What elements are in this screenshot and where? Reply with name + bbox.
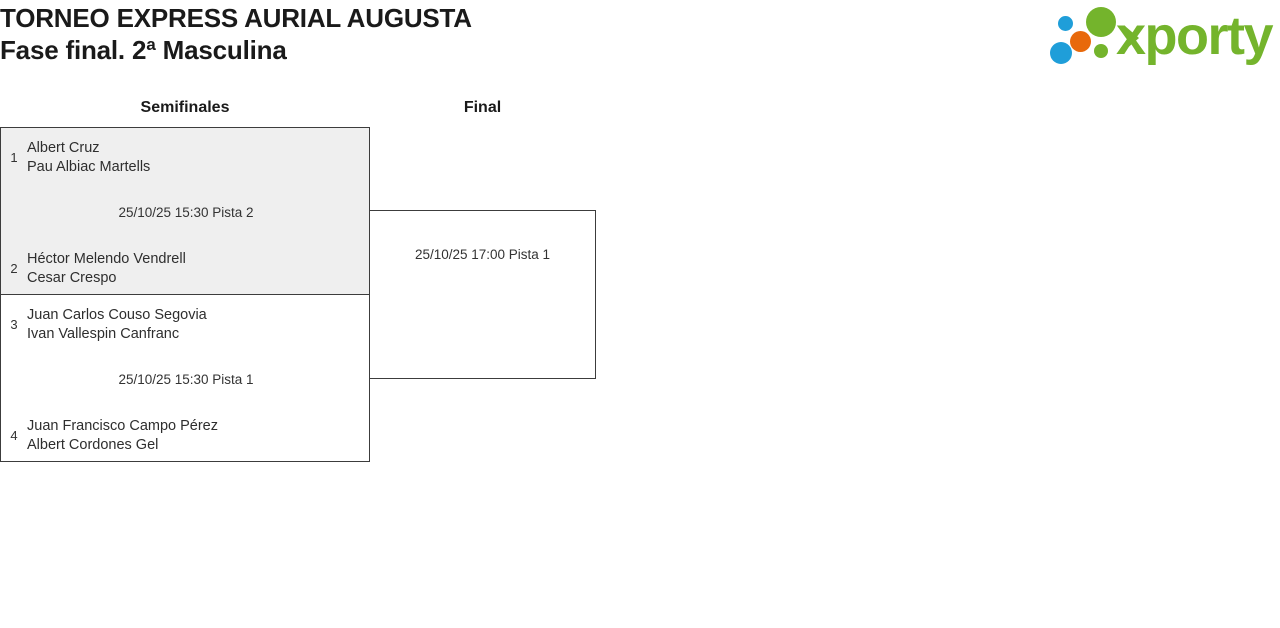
player-name: Juan Francisco Campo Pérez <box>27 418 218 434</box>
seed-number: 2 <box>10 261 18 276</box>
player-name: Héctor Melendo Vendrell <box>27 251 186 267</box>
logo-dot-blue-top-icon <box>1058 16 1073 31</box>
match-semifinal-2-team-1[interactable]: 3 Juan Carlos Couso Segovia Ivan Vallesp… <box>1 306 361 344</box>
seed-number: 1 <box>10 150 18 165</box>
round-header-final: Final <box>463 99 502 116</box>
team-players: Juan Carlos Couso Segovia Ivan Vallespin… <box>27 306 361 344</box>
seed-number: 3 <box>10 317 18 332</box>
logo-dots-icon <box>1050 6 1139 66</box>
tournament-name: TORNEO EXPRESS AURIAL AUGUSTA <box>0 3 472 33</box>
team-players: Juan Francisco Campo Pérez Albert Cordon… <box>27 417 361 455</box>
match-semifinal-1-team-1[interactable]: 1 Albert Cruz Pau Albiac Martells <box>1 139 361 177</box>
match-final[interactable]: 25/10/25 17:00 Pista 1 <box>369 210 596 379</box>
match-semifinal-1[interactable]: 1 Albert Cruz Pau Albiac Martells 25/10/… <box>0 127 370 295</box>
team-players: Héctor Melendo Vendrell Cesar Crespo <box>27 250 361 288</box>
match-schedule: 25/10/25 17:00 Pista 1 <box>414 247 551 262</box>
player-name: Ivan Vallespin Canfranc <box>27 326 180 342</box>
match-schedule: 25/10/25 15:30 Pista 2 <box>118 205 254 220</box>
player-name: Juan Carlos Couso Segovia <box>27 307 207 323</box>
round-header-semifinales: Semifinales <box>140 99 230 116</box>
match-semifinal-2[interactable]: 3 Juan Carlos Couso Segovia Ivan Vallesp… <box>0 294 370 462</box>
player-name: Albert Cordones Gel <box>27 437 159 453</box>
logo-dot-orange-icon <box>1070 31 1091 52</box>
logo-dot-green-large-icon <box>1086 7 1116 37</box>
page-header: TORNEO EXPRESS AURIAL AUGUSTA Fase final… <box>0 0 1280 80</box>
logo-dot-blue-bottom-icon <box>1050 42 1072 64</box>
xporty-logo[interactable]: xporty <box>1044 4 1274 68</box>
seed-number: 4 <box>10 428 18 443</box>
match-semifinal-2-team-2[interactable]: 4 Juan Francisco Campo Pérez Albert Cord… <box>1 417 361 455</box>
match-schedule: 25/10/25 15:30 Pista 1 <box>118 372 254 387</box>
player-name: Pau Albiac Martells <box>27 159 151 175</box>
page-title: TORNEO EXPRESS AURIAL AUGUSTA Fase final… <box>0 2 760 66</box>
tournament-phase: Fase final. 2ª Masculina <box>0 35 287 65</box>
team-players: Albert Cruz Pau Albiac Martells <box>27 139 361 177</box>
logo-chevron-icon <box>1120 26 1139 50</box>
player-name: Cesar Crespo <box>27 270 117 286</box>
player-name: Albert Cruz <box>27 140 100 156</box>
logo-wordmark: xporty <box>1116 6 1274 66</box>
match-semifinal-1-team-2[interactable]: 2 Héctor Melendo Vendrell Cesar Crespo <box>1 250 361 288</box>
logo-dot-green-small-icon <box>1094 44 1108 58</box>
